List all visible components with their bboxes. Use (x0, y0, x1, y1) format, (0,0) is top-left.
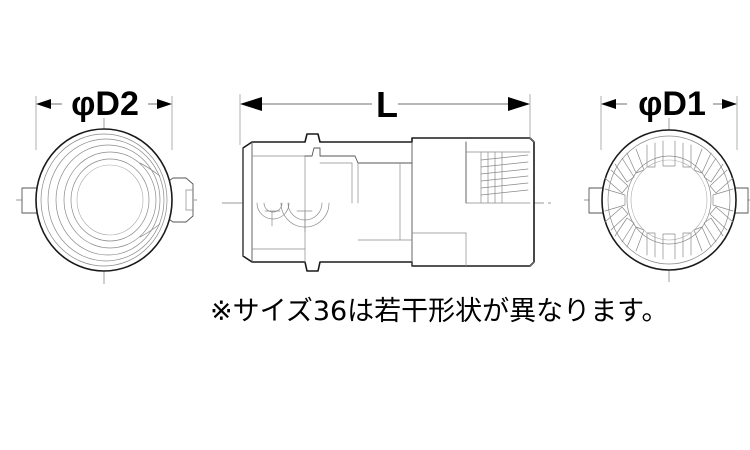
left-view-rim-inner-3 (55, 144, 161, 256)
side-view-shoulder-top (304, 147, 413, 164)
side-view-thread-hatch (480, 151, 529, 204)
phi-d1-label: φD1 (638, 85, 706, 123)
length-arrow-right (508, 97, 530, 111)
right-view-outer-rim (601, 129, 737, 271)
left-view-hub-inner (76, 164, 144, 236)
side-view-saddle-arcs (256, 202, 330, 233)
phi-d1-arrow-right (722, 99, 737, 109)
phi-d2-dimension: φD2 (35, 85, 173, 150)
right-view-bore-outer (626, 155, 712, 245)
length-label: L (376, 84, 398, 125)
phi-d1-arrow-left (601, 99, 616, 109)
right-view-spline-teeth (604, 140, 734, 260)
length-side-view: L (222, 84, 552, 272)
length-arrow-left (240, 97, 262, 111)
phi-d2-label: φD2 (71, 85, 139, 123)
length-dimension: L (239, 84, 531, 145)
left-view-flank-top (139, 162, 161, 177)
side-view-right-corner (529, 137, 535, 267)
phi-d2-arrow-left (36, 99, 51, 109)
phi-d1-end-view: φD1 (584, 85, 750, 282)
right-view-rim-inner (607, 135, 731, 265)
side-view-outline (242, 133, 535, 272)
phi-d1-dimension: φD1 (600, 85, 738, 150)
phi-d2-arrow-right (157, 99, 172, 109)
phi-d2-end-view: φD2 (16, 85, 200, 284)
right-view-bore-inner (630, 159, 708, 241)
left-view-rim-inner-2 (47, 138, 165, 262)
left-view-flank-bottom (139, 223, 161, 238)
left-view-rim-inner-1 (40, 133, 168, 267)
note-text: ※サイズ36は若干形状が異なります。 (210, 296, 668, 327)
left-view-outer-rim (35, 128, 173, 272)
left-view-rim-inner-4 (63, 151, 157, 249)
left-view-hub (70, 158, 150, 242)
